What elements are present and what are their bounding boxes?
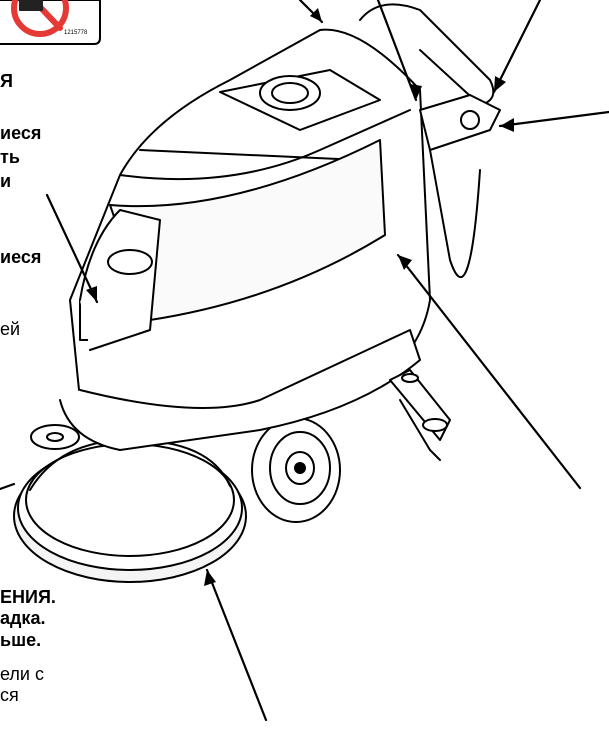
warning-text-frag-7: ЕНИЯ. (0, 587, 56, 607)
warning-text-frag-8: адка. (0, 608, 46, 628)
handle-assembly (359, 3, 501, 279)
no-entry-label-icon (0, 0, 101, 45)
warning-text-frag-6: ей (0, 319, 21, 339)
warning-text-frag-4: и (0, 171, 12, 191)
callout-arrowheads (86, 8, 514, 586)
warning-text-frag-9: ьше. (0, 630, 42, 650)
squeegee-assembly (389, 369, 451, 461)
brush-deck (13, 439, 247, 583)
label-code: 1215778 (64, 30, 88, 36)
warning-text-frag-10: ели с (0, 664, 44, 684)
warning-text-frag-1: Я (0, 71, 13, 91)
warning-text-frag-5: иеся (0, 247, 42, 267)
warning-text-frag-3: ть (0, 147, 20, 167)
rear-wheel (251, 417, 341, 523)
side-brush (30, 424, 80, 450)
machine-body (59, 28, 431, 451)
warning-text-frag-2: иеся (0, 123, 42, 143)
warning-text-frag-11: ся (0, 685, 19, 705)
